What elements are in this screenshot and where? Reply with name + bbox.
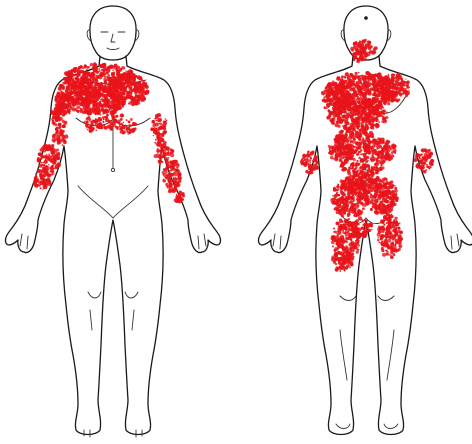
- front-navel: [111, 168, 114, 171]
- front-knees: [88, 292, 138, 298]
- front-shins: [90, 310, 134, 330]
- front-nose: [111, 34, 115, 42]
- lesion-anterior-left-upper-arm: [150, 113, 174, 164]
- back-head-crown: [364, 16, 368, 20]
- back-knee-creases: [340, 296, 394, 301]
- front-groin: [78, 186, 148, 218]
- lesion-posterior-posterior-thighs: [330, 213, 403, 272]
- front-mouth: [107, 48, 119, 50]
- lesion-posterior-buttocks: [330, 173, 399, 217]
- lesion-posterior-lower-back: [328, 127, 397, 178]
- lesion-posterior-upper-back: [321, 71, 410, 132]
- back-calves: [340, 330, 394, 380]
- lesion-posterior-left-elbow: [300, 150, 319, 174]
- front-head: [90, 6, 136, 60]
- lesion-overlay: [33, 39, 434, 272]
- lesion-anterior-upper-chest: [54, 62, 149, 116]
- lesion-anterior-right-forearm: [33, 144, 61, 190]
- front-fingers: [20, 234, 206, 249]
- back-heels: [336, 424, 398, 429]
